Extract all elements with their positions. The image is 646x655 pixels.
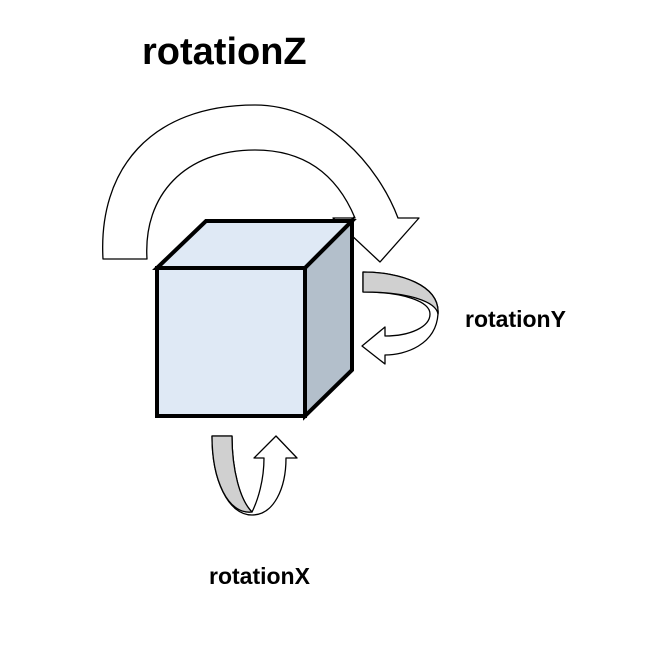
rotation-x-arrow-icon [211,435,298,516]
rotation-z-label: rotationZ [142,31,307,73]
cube [152,216,357,421]
cube-front-face [155,266,307,418]
rotation-x-label: rotationX [209,563,311,589]
rotation-y-arrow-icon [361,271,439,365]
rotation-y-label: rotationY [465,306,566,332]
